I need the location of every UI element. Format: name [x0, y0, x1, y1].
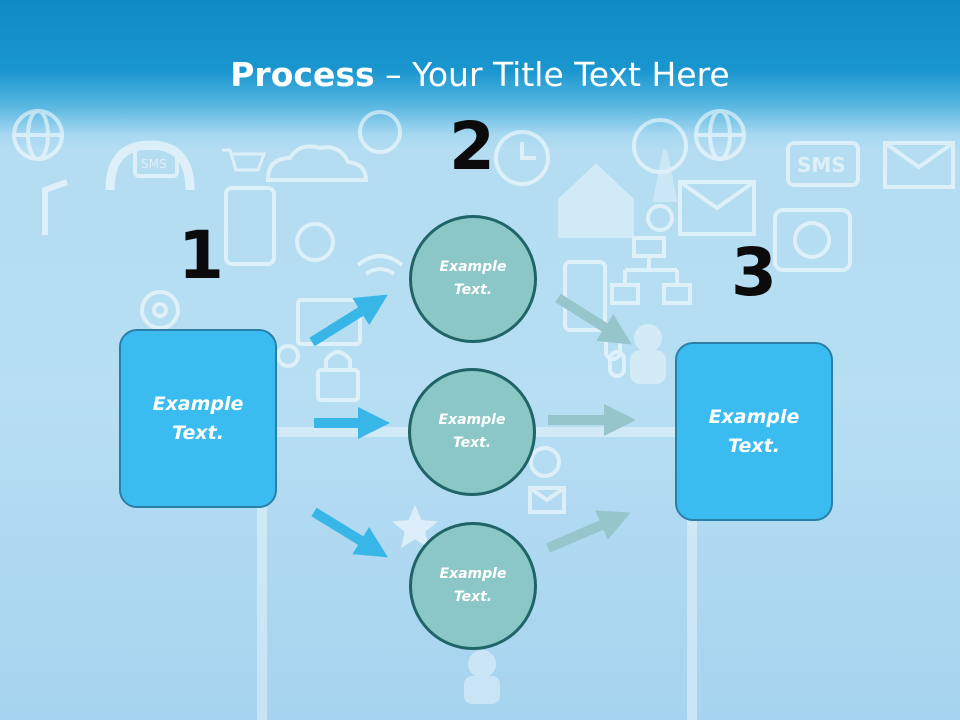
sms-icon: SMS	[133, 146, 179, 178]
step-3-text: Example Text.	[708, 405, 800, 457]
circle-middle-text: Example Text.	[438, 412, 506, 451]
gear-icon	[140, 290, 180, 330]
arrow-1-to-circle-bottom	[311, 507, 388, 558]
title-rest: – Your Title Text Here	[374, 55, 730, 94]
sms-icon: SMS	[786, 141, 860, 187]
star-icon	[391, 504, 439, 549]
cloud-icon	[265, 144, 369, 182]
step-number-2: 2	[449, 108, 495, 185]
header-band	[0, 0, 960, 150]
network-icon	[610, 236, 692, 305]
svg-text:SMS: SMS	[141, 157, 167, 171]
step-3-box: Example Text.	[675, 342, 833, 521]
lock-icon	[316, 350, 360, 402]
headphones-icon	[105, 140, 195, 191]
wifi-icon	[356, 254, 404, 276]
clock-icon	[494, 130, 550, 186]
people-icon	[630, 324, 666, 384]
envelope-icon	[883, 141, 955, 189]
target-icon	[358, 110, 402, 154]
globe-icon	[12, 109, 64, 161]
house-icon	[558, 163, 634, 238]
person-icon	[464, 650, 500, 704]
gear-icon	[529, 446, 561, 478]
circle-top: Example Text.	[409, 215, 537, 343]
music-note-icon	[42, 179, 69, 235]
step-1-box: Example Text.	[119, 329, 277, 508]
circle-middle: Example Text.	[408, 368, 536, 496]
title-bold: Process	[230, 55, 375, 94]
camera-icon	[773, 208, 852, 272]
antenna-icon	[652, 149, 678, 202]
step-1-text: Example Text.	[152, 392, 244, 444]
download-icon	[295, 222, 335, 262]
phone-icon	[563, 260, 607, 332]
circle-top-text: Example Text.	[439, 259, 507, 298]
arrow-1-to-circle-top	[309, 294, 388, 347]
arrow-circle-top-to-3	[555, 293, 632, 345]
globe-icon	[694, 109, 746, 161]
arrow-circle-bottom-to-3	[546, 510, 631, 553]
step-number-1: 1	[178, 217, 224, 294]
envelope-icon	[528, 486, 566, 514]
circle-bottom: Example Text.	[409, 522, 537, 650]
cart-icon	[222, 148, 267, 172]
svg-text:SMS: SMS	[797, 153, 846, 177]
circle-bottom-text: Example Text.	[439, 566, 507, 605]
slide-title: Process – Your Title Text Here	[0, 52, 960, 98]
plus-icon	[276, 344, 300, 368]
step-number-3: 3	[731, 234, 777, 311]
gear-icon	[646, 204, 674, 232]
target-icon	[632, 118, 688, 174]
phone-icon	[224, 186, 276, 266]
envelope-icon	[678, 180, 756, 236]
